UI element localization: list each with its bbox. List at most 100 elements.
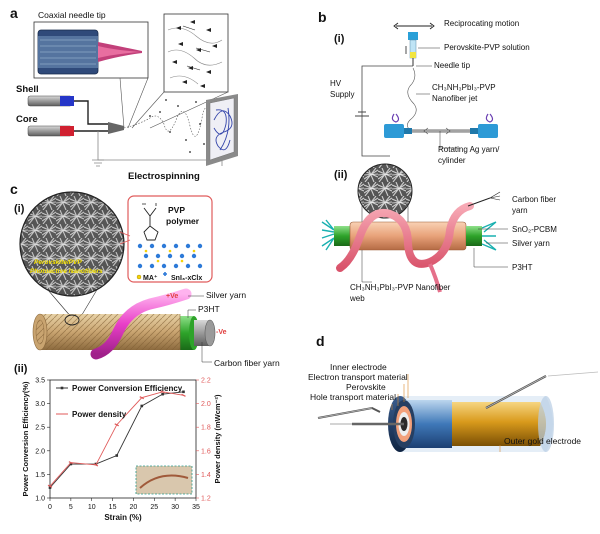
inset-photo-fiber (139, 474, 189, 489)
jet-label-2: Nanofiber jet (432, 94, 478, 103)
x-tick-label: 25 (150, 504, 158, 511)
electron-transport-label: Electron transport material (308, 372, 408, 382)
legend-marker-1 (60, 386, 64, 390)
x-tick-label: 30 (171, 504, 179, 511)
minus-ve-label: -Ve (216, 329, 227, 336)
series-point-1 (140, 404, 144, 408)
panel-c-sub-ii: (ii) (14, 363, 28, 375)
inset-photo (135, 465, 193, 495)
series-point-2 (114, 423, 120, 427)
series-point-2 (160, 390, 165, 394)
series-point-2 (139, 396, 145, 400)
y-tick-label: 2.5 (35, 425, 45, 432)
shell-label: Shell (16, 84, 39, 95)
panel-d: d (308, 333, 599, 452)
legend-label-1: Power Conversion Efficiency (72, 384, 183, 393)
nanofiber-label-2: Photoactive Nanofibers (30, 268, 103, 275)
coaxial-needle-tip-inset: Coaxial needle tip (33, 10, 149, 79)
panel-c: c (i) Perovskite/PVP Photoactive Nanofib… (10, 181, 280, 522)
panel-c-sub-i: (i) (14, 203, 25, 215)
fiber-cell-d (317, 371, 599, 452)
series-point-1 (48, 486, 52, 489)
sem-inset-c: Perovskite/PVP Photoactive Nanofibers (19, 191, 125, 297)
x-tick-label: 15 (109, 504, 117, 511)
series-point-2 (181, 393, 186, 397)
y-tick-label: 1.5 (35, 472, 45, 479)
y-right-tick-label: 1.8 (201, 425, 211, 432)
y-right-tick-label: 1.6 (201, 448, 211, 455)
hole-transport-label: Hole transport material (310, 392, 396, 402)
carbon-fiber-label-1: Carbon fiber (512, 195, 556, 204)
panel-a-label: a (10, 5, 18, 21)
hv-supply-label-2: Supply (330, 90, 354, 99)
web-label-2: web (349, 294, 365, 303)
outer-gold-label: Outer gold electrode (504, 436, 581, 446)
x-tick-label: 20 (130, 504, 138, 511)
hv-supply-label-1: HV (330, 79, 342, 88)
silver-yarn-label-c: Silver yarn (206, 290, 246, 300)
series-point-2 (68, 461, 74, 465)
perovskite-pvp-solution-label: Perovskite-PVP solution (444, 43, 530, 52)
series-point-2 (47, 484, 53, 488)
series-point-1 (115, 454, 119, 457)
series-point-1 (161, 392, 164, 396)
sno2-pcbm-label: SnO₂-PCBM (512, 225, 557, 234)
core-label: Core (16, 114, 38, 125)
ma-label: MA⁺ (143, 274, 158, 282)
sni-label: SnI₃-xClx (171, 275, 202, 282)
reciprocating-motion-label: Reciprocating motion (444, 19, 519, 28)
collector-plate (206, 94, 238, 166)
y-right-axis-label: Power density (mWcm⁻²) (213, 394, 222, 483)
y-tick-label: 3.5 (35, 378, 45, 385)
rotating-ag-yarn (384, 113, 498, 138)
fiber-device-b (321, 191, 501, 293)
y-right-tick-label: 2.0 (201, 401, 211, 408)
inner-electrode-label: Inner electrode (330, 362, 387, 372)
rotating-label-2: cylinder (438, 156, 466, 165)
jet-label-1: CH₃NH₃PbI₃-PVP (432, 83, 496, 92)
fiber-jet-inset (163, 13, 229, 93)
rotating-label-1: Rotating Ag yarn/ (438, 145, 500, 154)
panel-b-sub-ii: (ii) (334, 169, 348, 181)
y-right-tick-label: 2.2 (201, 378, 211, 385)
perovskite-label: Perovskite (346, 382, 386, 392)
panel-b-label: b (318, 9, 327, 25)
legend-label-2: Power density (72, 410, 127, 419)
silver-yarn-label-b: Silver yarn (512, 239, 550, 248)
web-label-1: CH₃NH₃PbI₃-PVP Nanofiber (350, 283, 451, 292)
series-point-2 (93, 463, 99, 467)
pvp-label-2: polymer (166, 216, 200, 226)
y-tick-label: 1.0 (35, 496, 45, 503)
x-tick-label: 10 (88, 504, 96, 511)
perovskite-pvp-inset: PVP polymer MA⁺ SnI₃-xClx (119, 195, 213, 283)
coaxial-needle-tip-label: Coaxial needle tip (38, 10, 106, 20)
series-point-1 (69, 462, 73, 466)
p3ht-label-b: P3HT (512, 263, 533, 272)
sem-inset-b (357, 163, 413, 236)
pvp-label-1: PVP (168, 205, 185, 215)
electrospinning-label: Electrospinning (128, 171, 200, 182)
y-tick-label: 2.0 (35, 448, 45, 455)
nanofiber-label-1: Perovskite/PVP (34, 259, 82, 266)
plus-ve-label: +Ve (166, 293, 178, 300)
core-syringe (27, 125, 110, 137)
y-right-tick-label: 1.4 (201, 472, 211, 479)
carbon-fiber-yarn-label-c: Carbon fiber yarn (214, 358, 280, 368)
carbon-fiber-label-2: yarn (512, 206, 528, 215)
shell-syringe (27, 95, 110, 125)
x-tick-label: 0 (48, 504, 52, 511)
x-tick-label: 35 (192, 504, 200, 511)
y-axis-label: Power Conversion Efficiency(%) (21, 381, 30, 497)
electrospinning-jet (123, 108, 219, 137)
panel-a: a Coaxial needle tip (10, 5, 238, 182)
fiber-device-c: +Ve -Ve (32, 288, 227, 360)
x-axis-label: Strain (%) (104, 513, 142, 522)
p3ht-label-c: P3HT (198, 304, 220, 314)
series-point-1 (182, 390, 185, 394)
x-tick-label: 5 (69, 504, 73, 511)
needle-tip-label: Needle tip (434, 61, 471, 70)
panel-d-label: d (316, 333, 325, 349)
y-right-tick-label: 1.2 (201, 496, 211, 503)
